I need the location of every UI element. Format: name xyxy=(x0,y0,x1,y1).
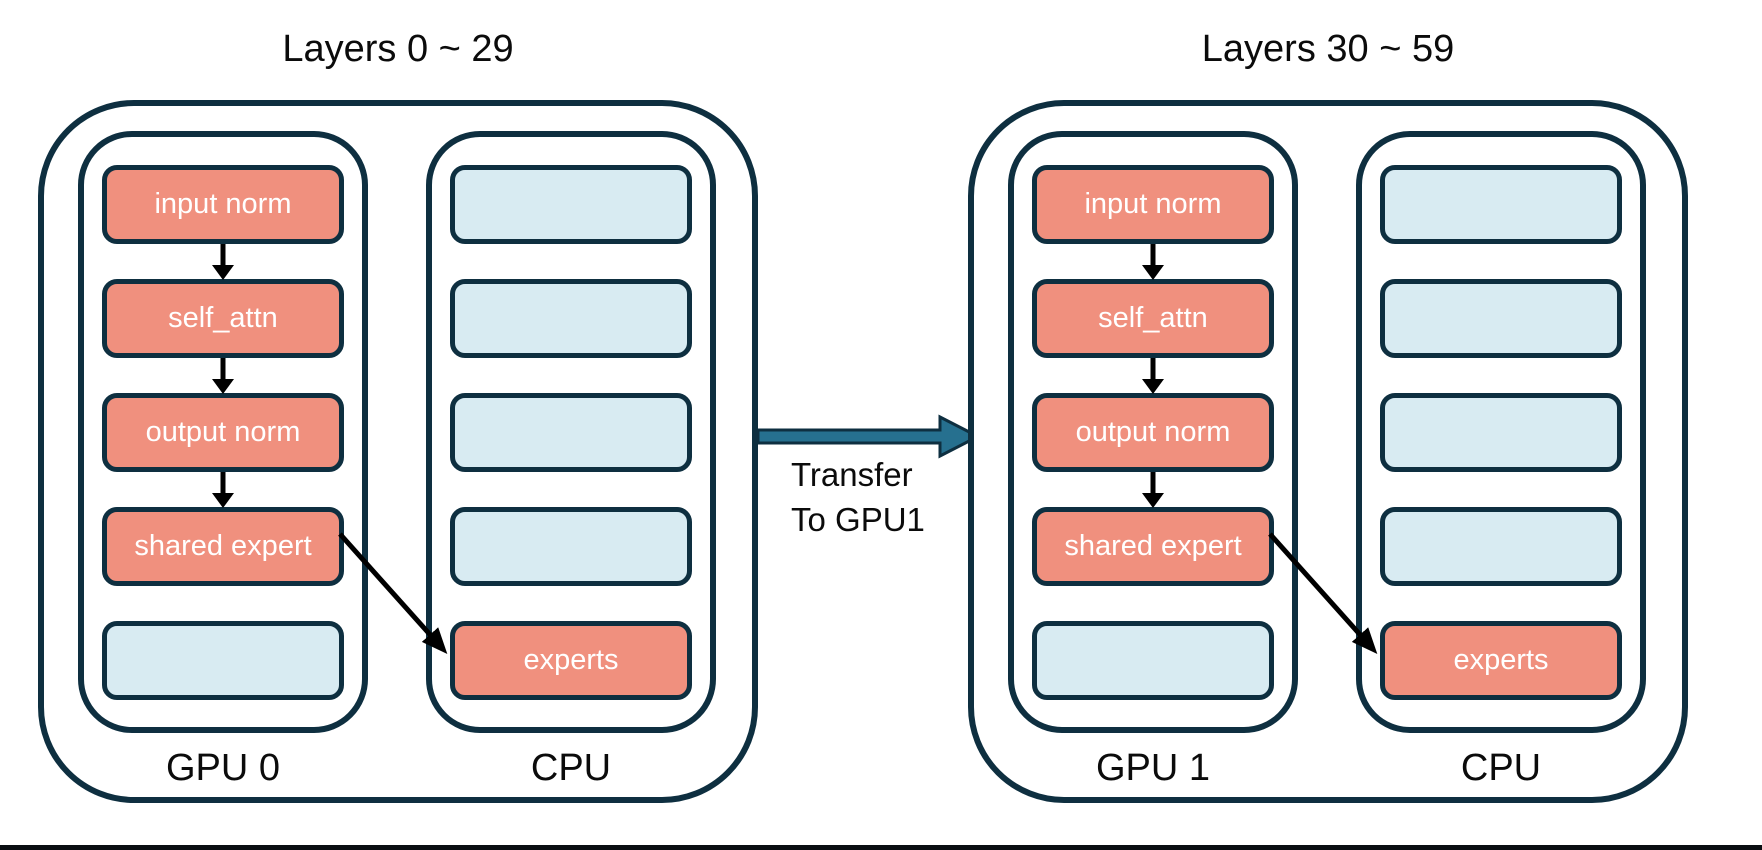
right-group-title: Layers 30 ~ 59 xyxy=(1201,28,1455,70)
flow-arrow-icon xyxy=(212,244,234,280)
flow-arrow-icon xyxy=(1142,244,1164,280)
left-group-title: Layers 0 ~ 29 xyxy=(282,28,514,70)
box-shared-expert: shared expert xyxy=(102,507,344,586)
box-empty-slot xyxy=(1032,621,1274,700)
box-empty-slot xyxy=(1380,279,1622,358)
transfer-arrow-icon xyxy=(756,414,982,459)
box-empty-slot xyxy=(102,621,344,700)
flow-arrow-icon xyxy=(212,472,234,508)
box-empty-slot xyxy=(1380,393,1622,472)
box-self-attn: self_attn xyxy=(102,279,344,358)
transfer-label: Transfer To GPU1 xyxy=(791,452,925,542)
bottom-border-bar xyxy=(0,845,1762,850)
box-empty-slot xyxy=(450,279,692,358)
offload-arrow-icon xyxy=(338,532,448,654)
transfer-label-line2: To GPU1 xyxy=(791,501,925,538)
box-shared-expert: shared expert xyxy=(1032,507,1274,586)
box-input-norm: input norm xyxy=(1032,165,1274,244)
gpu-label: GPU 0 xyxy=(165,747,281,789)
box-empty-slot xyxy=(1380,165,1622,244)
box-experts: experts xyxy=(1380,621,1622,700)
box-output-norm: output norm xyxy=(1032,393,1274,472)
box-empty-slot xyxy=(450,507,692,586)
box-empty-slot xyxy=(450,165,692,244)
box-empty-slot xyxy=(450,393,692,472)
box-input-norm: input norm xyxy=(102,165,344,244)
transfer-label-line1: Transfer xyxy=(791,456,913,493)
gpu-label: GPU 1 xyxy=(1095,747,1211,789)
offload-arrow-icon xyxy=(1268,532,1378,654)
box-output-norm: output norm xyxy=(102,393,344,472)
layer-group-30-59: Layers 30 ~ 59 input norm self_attn outp… xyxy=(968,28,1688,803)
flow-arrow-icon xyxy=(1142,358,1164,394)
cpu-label: CPU xyxy=(1460,747,1542,789)
box-empty-slot xyxy=(1380,507,1622,586)
cpu-label: CPU xyxy=(530,747,612,789)
box-experts: experts xyxy=(450,621,692,700)
layer-group-0-29: Layers 0 ~ 29 input norm self_attn outpu… xyxy=(38,28,758,803)
flow-arrow-icon xyxy=(212,358,234,394)
box-self-attn: self_attn xyxy=(1032,279,1274,358)
flow-arrow-icon xyxy=(1142,472,1164,508)
